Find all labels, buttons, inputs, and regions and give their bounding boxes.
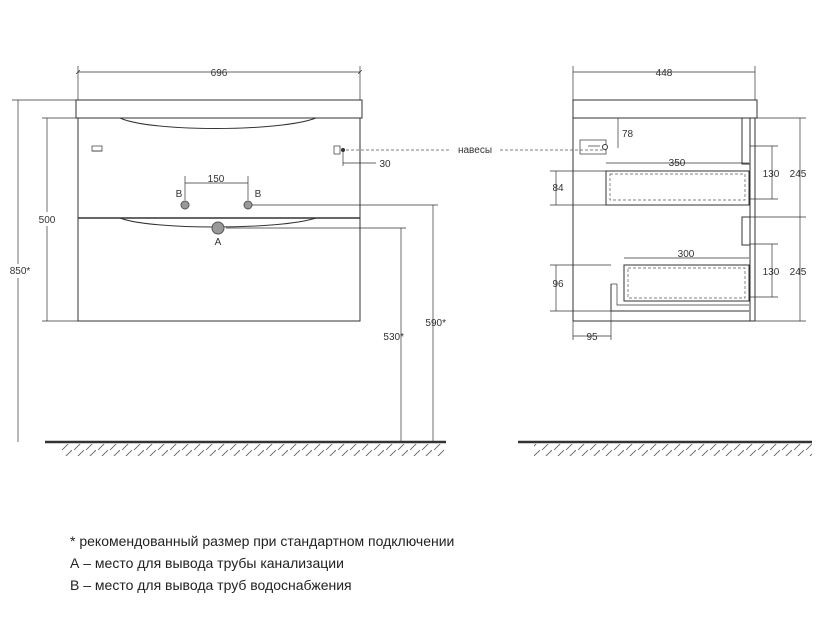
dim-lower-drawer-front: 96 <box>552 279 564 290</box>
dim-total-height: 850* <box>10 266 31 277</box>
dim-floor-height: 590* <box>425 318 446 329</box>
dim-pipes-spacing: 150 <box>208 174 225 185</box>
dim-upper-drawer-inner: 130 <box>763 169 780 180</box>
pipe-outlet-right <box>243 200 253 210</box>
label-hangers: навесы <box>458 145 492 156</box>
side-upper-drawer <box>605 170 750 206</box>
dim-hanger-drop: 78 <box>622 129 634 140</box>
front-hanger-left <box>91 145 103 152</box>
dim-cutout: 95 <box>586 332 598 343</box>
side-floor-hatch <box>534 444 812 456</box>
front-bowl-curve-top <box>119 117 317 129</box>
dim-lower-drawer-inner: 130 <box>763 267 780 278</box>
side-view: навесы 448 78 350 84 130 245 300 <box>346 66 812 456</box>
side-front-panel-mid <box>741 216 751 246</box>
dim-lower-drawer-depth: 300 <box>678 249 695 260</box>
front-countertop <box>75 99 363 119</box>
dim-hanger-offset: 30 <box>379 159 391 170</box>
legend-notes: * рекомендованный размер при стандартном… <box>70 530 454 596</box>
label-pipe-right: B <box>255 189 262 200</box>
front-floor-hatch <box>60 444 446 456</box>
front-view: 696 500 850* 150 B B A 30 530* 590* <box>4 66 446 456</box>
note-pipes-b: В – место для вывода труб водоснабжения <box>70 577 352 593</box>
dim-upper-drawer-depth: 350 <box>669 158 686 169</box>
dim-upper-section: 245 <box>790 169 807 180</box>
front-cabinet-body <box>77 117 361 322</box>
label-pipe-left: B <box>176 189 183 200</box>
label-drain: A <box>215 237 222 248</box>
dim-upper-drawer-front: 84 <box>552 183 564 194</box>
pipe-outlet-left <box>180 200 190 210</box>
side-cutout <box>610 284 749 312</box>
dim-body-height: 500 <box>39 215 56 226</box>
drain-outlet <box>211 221 225 235</box>
side-hanger-bracket <box>579 139 608 155</box>
side-countertop <box>572 99 758 119</box>
dim-drain-height: 530* <box>383 332 404 343</box>
dim-lower-section: 245 <box>790 267 807 278</box>
note-recommended: * рекомендованный размер при стандартном… <box>70 533 455 549</box>
dim-width: 696 <box>211 68 228 79</box>
dim-depth: 448 <box>656 68 673 79</box>
side-lower-drawer <box>623 264 750 302</box>
note-drain-a: А – место для вывода трубы канализации <box>70 555 344 571</box>
side-front-panel-top <box>741 117 751 165</box>
